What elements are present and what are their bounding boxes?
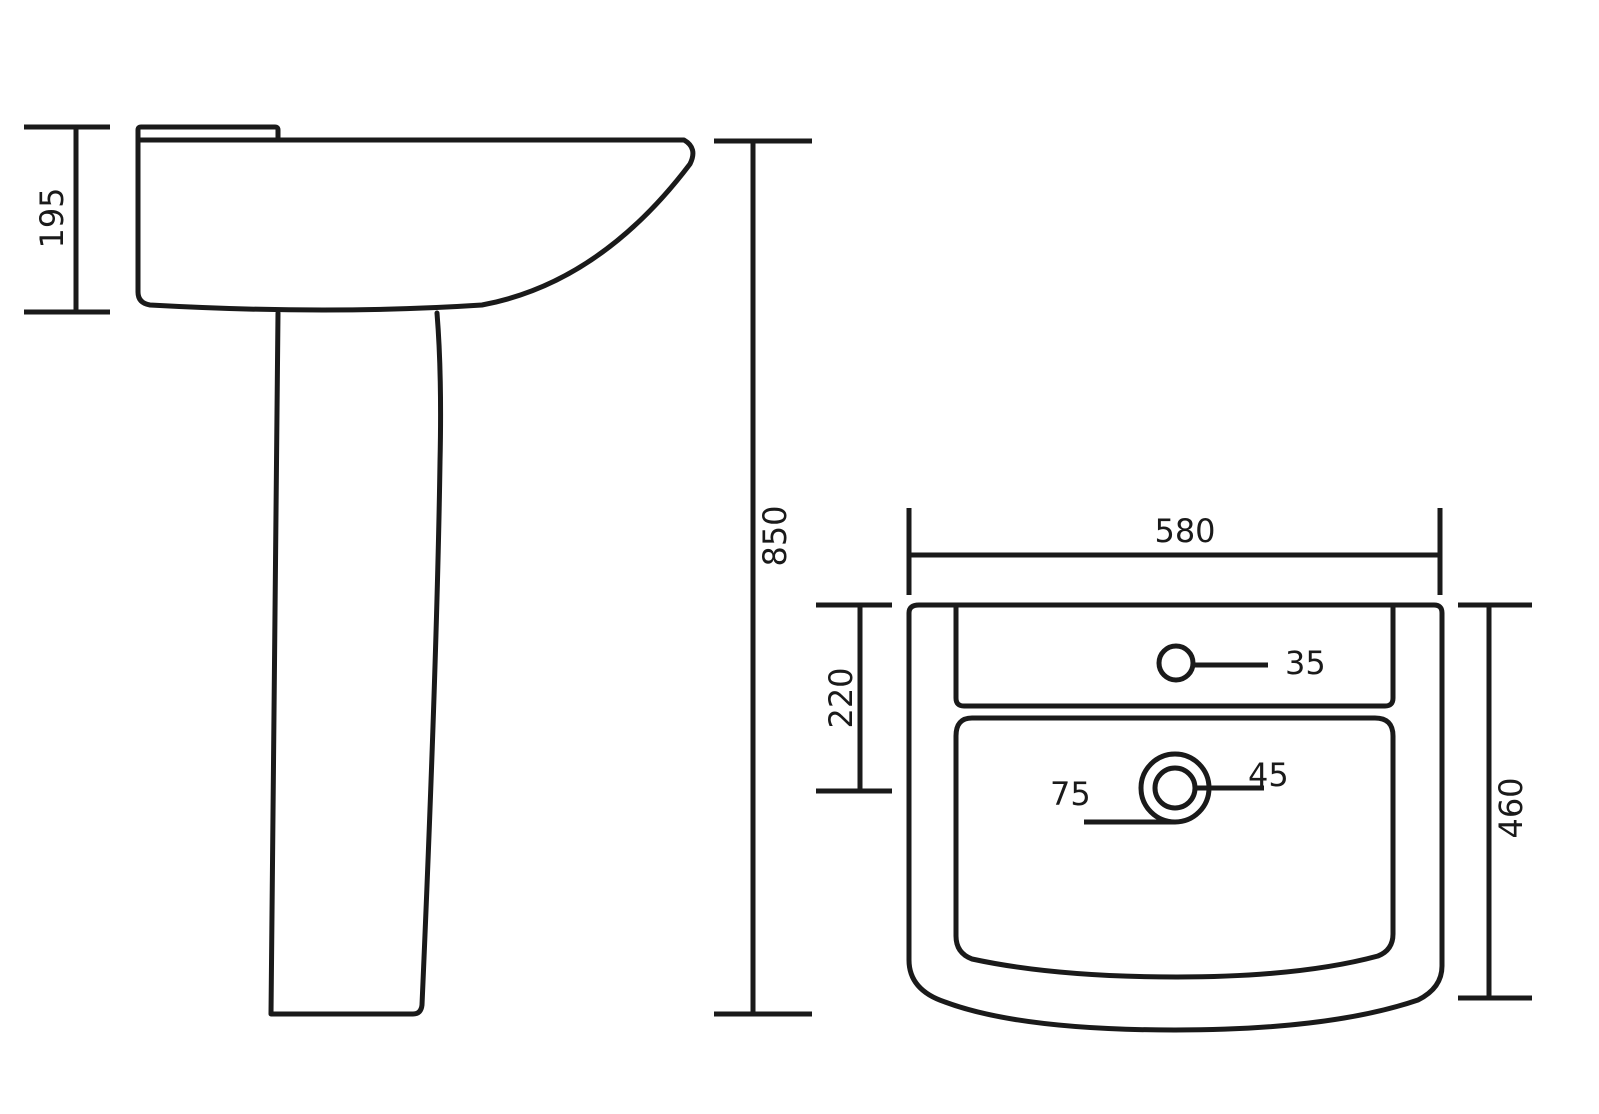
tap-hole-label: 35	[1285, 644, 1326, 682]
depth-dimension: 460	[1458, 602, 1532, 1001]
pedestal-outline	[268, 310, 444, 1017]
depth-label: 460	[1492, 777, 1530, 838]
basin-outer-outline	[906, 602, 1445, 1033]
tap-to-back-dimension: 220	[816, 602, 892, 794]
plan-view: 35 45 75	[906, 602, 1445, 1033]
tap-to-back-label: 220	[822, 667, 860, 728]
total-height-dimension: 850	[714, 138, 812, 1017]
basin-height-label: 195	[33, 187, 71, 248]
basin-height-dimension: 195	[24, 124, 110, 315]
side-elevation	[135, 124, 696, 1017]
tap-deck-outline	[953, 604, 1396, 709]
tap-hole	[1156, 643, 1196, 683]
width-label: 580	[1154, 512, 1215, 550]
width-dimension: 580	[906, 508, 1443, 595]
bowl-outline	[953, 715, 1396, 980]
waste-inner-label: 45	[1248, 756, 1289, 794]
waste-inner-ring	[1152, 765, 1198, 811]
basin-side-outline	[135, 137, 696, 313]
basin-rim	[135, 124, 281, 143]
total-height-label: 850	[756, 505, 794, 566]
waste-outer-label: 75	[1050, 775, 1091, 813]
